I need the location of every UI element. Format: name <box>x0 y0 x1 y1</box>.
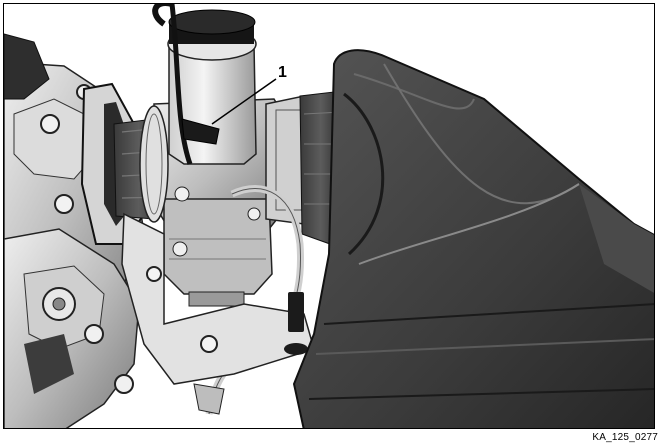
figure-frame: 1 <box>3 3 655 429</box>
support-bracket <box>121 212 315 415</box>
slide-housing <box>152 4 257 165</box>
air-filter-box <box>292 49 654 428</box>
image-code: KA_125_0277 <box>592 432 658 443</box>
callout-label: 1 <box>278 64 287 81</box>
callout-leader-line <box>211 78 277 125</box>
carburetor-illustration <box>4 4 654 428</box>
